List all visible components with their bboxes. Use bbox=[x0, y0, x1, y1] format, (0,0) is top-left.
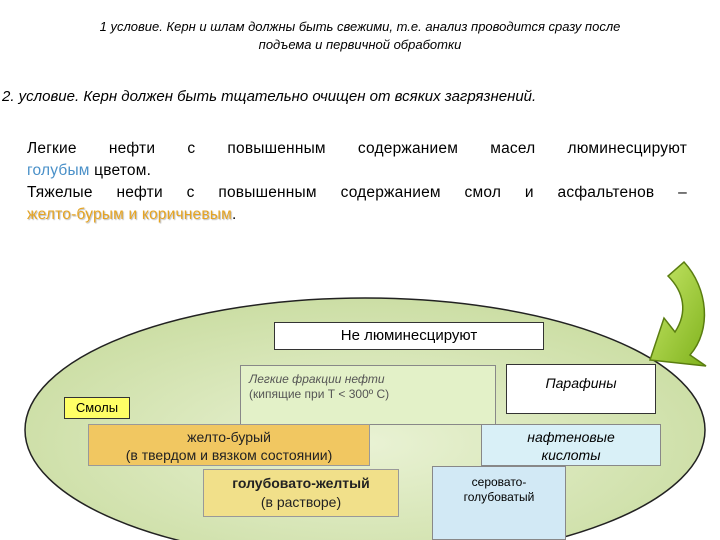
paragraph-line-3: Тяжелые нефти с повышенным содержанием с… bbox=[27, 184, 687, 201]
brown-words: желто-бурым и коричневым bbox=[27, 206, 232, 223]
blue-yellow-box: голубовато-желтый (в растворе) bbox=[203, 469, 399, 517]
blue-yellow-state: (в растворе) bbox=[260, 494, 342, 510]
light-fractions-box: Легкие фракции нефти (кипящие при Т < 30… bbox=[240, 365, 496, 425]
grey-blue-label-2: голубоватый bbox=[463, 490, 535, 504]
condition-1-line-1: 1 условие. Керн и шлам должны быть свежи… bbox=[99, 19, 621, 34]
yellow-brown-state: (в твердом и вязком состоянии) bbox=[125, 447, 333, 463]
condition-2: 2. условие. Керн должен быть тщательно о… bbox=[2, 88, 537, 105]
naphthenic-label-2: кислоты bbox=[541, 447, 601, 463]
yellow-brown-box: желто-бурый (в твердом и вязком состояни… bbox=[88, 424, 370, 466]
paragraph-line-2-rest: цветом. bbox=[89, 162, 152, 179]
naphthenic-label-1: нафтеновые bbox=[527, 429, 615, 445]
paragraph-line-4: желто-бурым и коричневым. bbox=[27, 204, 687, 226]
grey-blue-box: серовато- голубоватый bbox=[432, 466, 566, 540]
paraffins-box: Парафины bbox=[506, 364, 656, 414]
curved-arrow-icon bbox=[648, 260, 707, 367]
paragraph-period: . bbox=[231, 206, 237, 223]
resins-box: Смолы bbox=[64, 397, 130, 419]
grey-blue-label-1: серовато- bbox=[471, 475, 527, 489]
light-fractions-boiling: (кипящие при Т < 300º С) bbox=[249, 387, 390, 401]
condition-1-line-2: подъема и первичной обработки bbox=[258, 37, 462, 52]
light-fractions-label: Легкие фракции нефти bbox=[249, 372, 385, 386]
yellow-brown-label: желто-бурый bbox=[187, 429, 271, 445]
paragraph-line-1: Легкие нефти с повышенным содержанием ма… bbox=[27, 140, 687, 157]
blue-word: голубым bbox=[27, 162, 90, 179]
paragraph-line-2: голубым цветом. bbox=[27, 160, 687, 182]
not-luminescent-box: Не люминесцируют bbox=[274, 322, 544, 350]
blue-yellow-label: голубовато-желтый bbox=[232, 475, 370, 491]
luminescence-paragraph: Легкие нефти с повышенным содержанием ма… bbox=[27, 138, 687, 226]
naphthenic-acids-box: нафтеновые кислоты bbox=[481, 424, 661, 466]
condition-1: 1 условие. Керн и шлам должны быть свежи… bbox=[40, 18, 680, 54]
